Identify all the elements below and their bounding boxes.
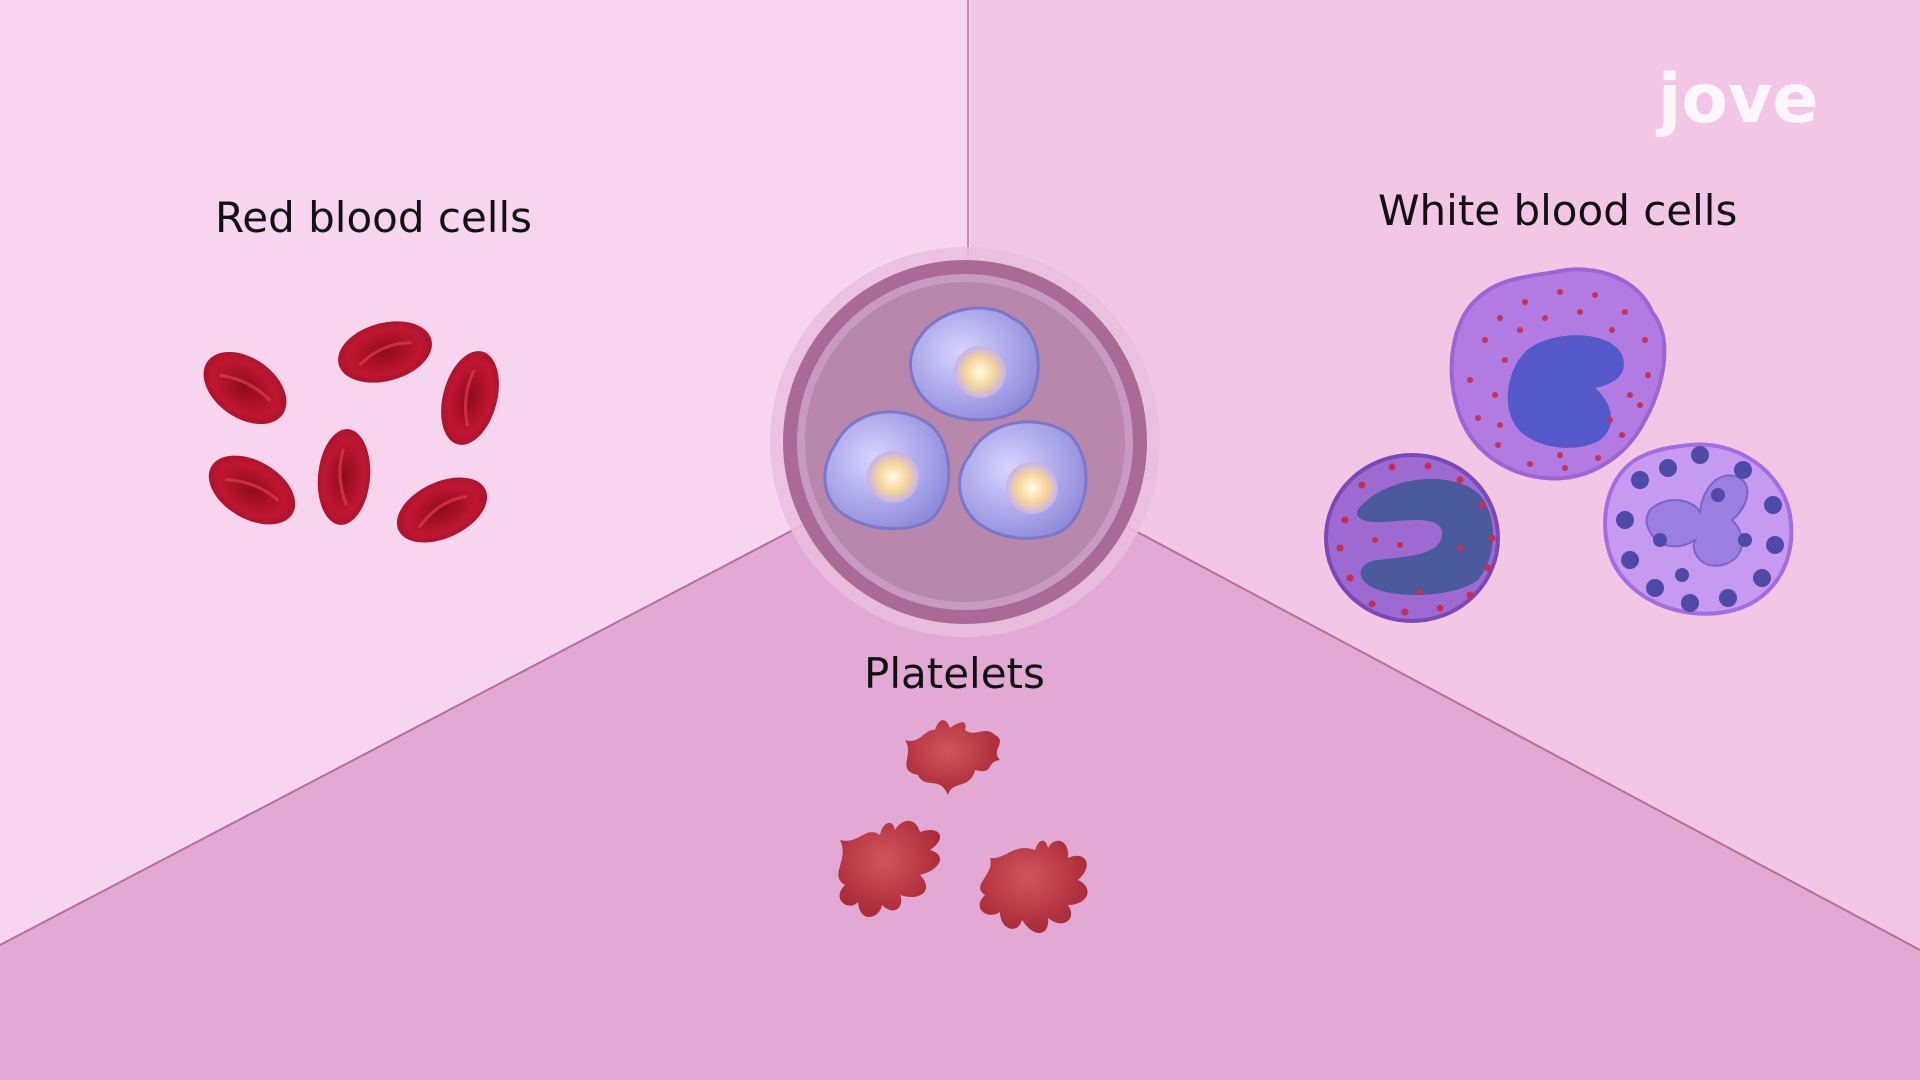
jove-logo: jove	[1655, 60, 1818, 139]
stem-cell	[909, 306, 1040, 422]
red-blood-cell-icon	[208, 455, 296, 525]
stem-cell	[958, 420, 1088, 540]
white-blood-cells-label: White blood cells	[1378, 186, 1737, 235]
platelet-icon	[905, 720, 1000, 795]
red-blood-cells-label: Red blood cells	[215, 193, 532, 242]
white-blood-cells-group	[1324, 267, 1794, 623]
platelet-icon	[838, 820, 941, 918]
red-blood-cell-icon	[317, 429, 371, 525]
platelet-icon	[979, 840, 1088, 933]
red-blood-cell-icon	[203, 351, 287, 425]
jove-logo-text: jove	[1655, 60, 1818, 139]
platelets-group	[838, 720, 1088, 933]
white-blood-cell-icon	[1603, 442, 1794, 616]
white-blood-cell-icon	[1324, 453, 1500, 623]
red-blood-cell-icon	[441, 351, 499, 445]
red-blood-cells-group	[203, 321, 499, 543]
white-blood-cell-icon	[1449, 267, 1667, 481]
platelets-label: Platelets	[864, 649, 1045, 698]
red-blood-cell-icon	[338, 321, 432, 383]
red-blood-cell-icon	[396, 477, 488, 543]
stem-cell-dish-icon	[770, 247, 1160, 637]
stem-cell	[823, 410, 951, 531]
